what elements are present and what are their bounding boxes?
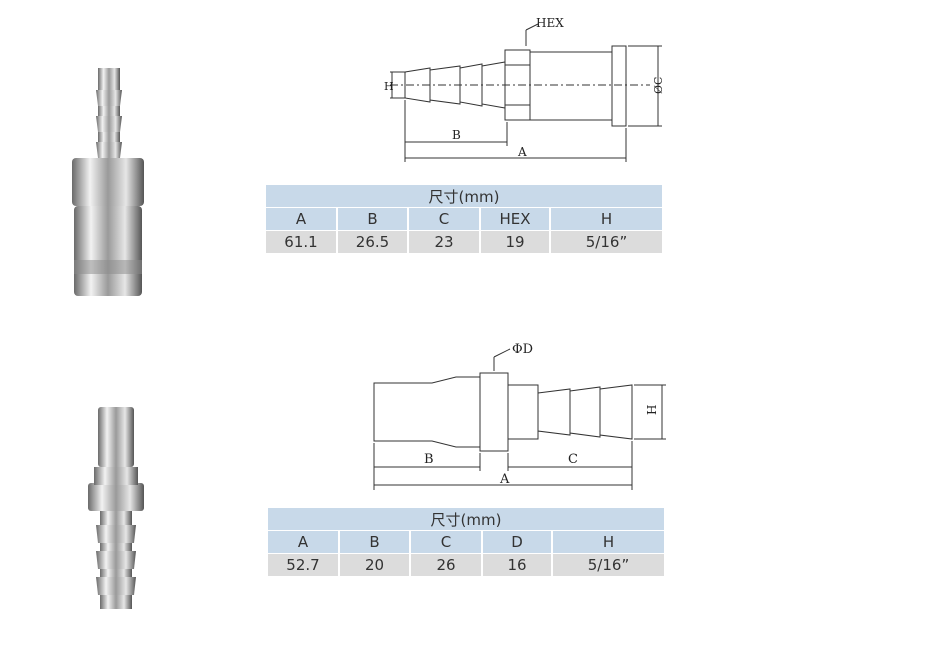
header-hex: HEX xyxy=(480,207,551,231)
technical-drawing-socket: HEX H B A ØC xyxy=(384,16,665,162)
header-a: A xyxy=(266,207,338,231)
technical-drawing-plug: ΦD H B C A xyxy=(373,342,666,490)
header-a: A xyxy=(268,530,340,554)
value-a: 52.7 xyxy=(268,553,340,577)
header-c: C xyxy=(410,530,483,554)
value-b: 26.5 xyxy=(337,230,409,254)
spec-table-plug: 尺寸(mm) A B C D H 52.7 20 26 16 5/16” xyxy=(268,508,664,577)
label-c2: C xyxy=(568,452,578,467)
value-h: 5/16” xyxy=(550,230,662,254)
label-h2: H xyxy=(645,405,659,415)
label-b2: B xyxy=(424,452,434,467)
value-c: 23 xyxy=(408,230,481,254)
value-hex: 19 xyxy=(480,230,551,254)
label-d: ΦD xyxy=(512,342,533,357)
header-h: H xyxy=(550,207,662,231)
label-a2: A xyxy=(499,472,510,487)
product-photo-plug xyxy=(88,407,144,609)
value-a: 61.1 xyxy=(266,230,338,254)
value-b: 20 xyxy=(339,553,411,577)
label-a: A xyxy=(517,145,527,159)
header-b: B xyxy=(337,207,409,231)
table-title: 尺寸(mm) xyxy=(268,508,664,531)
value-h: 5/16” xyxy=(552,553,664,577)
label-h: H xyxy=(384,80,394,93)
label-hex: HEX xyxy=(536,16,564,30)
table-title: 尺寸(mm) xyxy=(266,185,662,208)
header-b: B xyxy=(339,530,411,554)
spec-table-socket: 尺寸(mm) A B C HEX H 61.1 26.5 23 19 5/16” xyxy=(266,185,662,254)
header-h: H xyxy=(552,530,664,554)
value-c: 26 xyxy=(410,553,483,577)
label-c: ØC xyxy=(652,77,665,94)
product-photo-socket xyxy=(72,68,144,296)
header-d: D xyxy=(482,530,553,554)
value-d: 16 xyxy=(482,553,553,577)
header-c: C xyxy=(408,207,481,231)
label-b: B xyxy=(452,128,461,142)
